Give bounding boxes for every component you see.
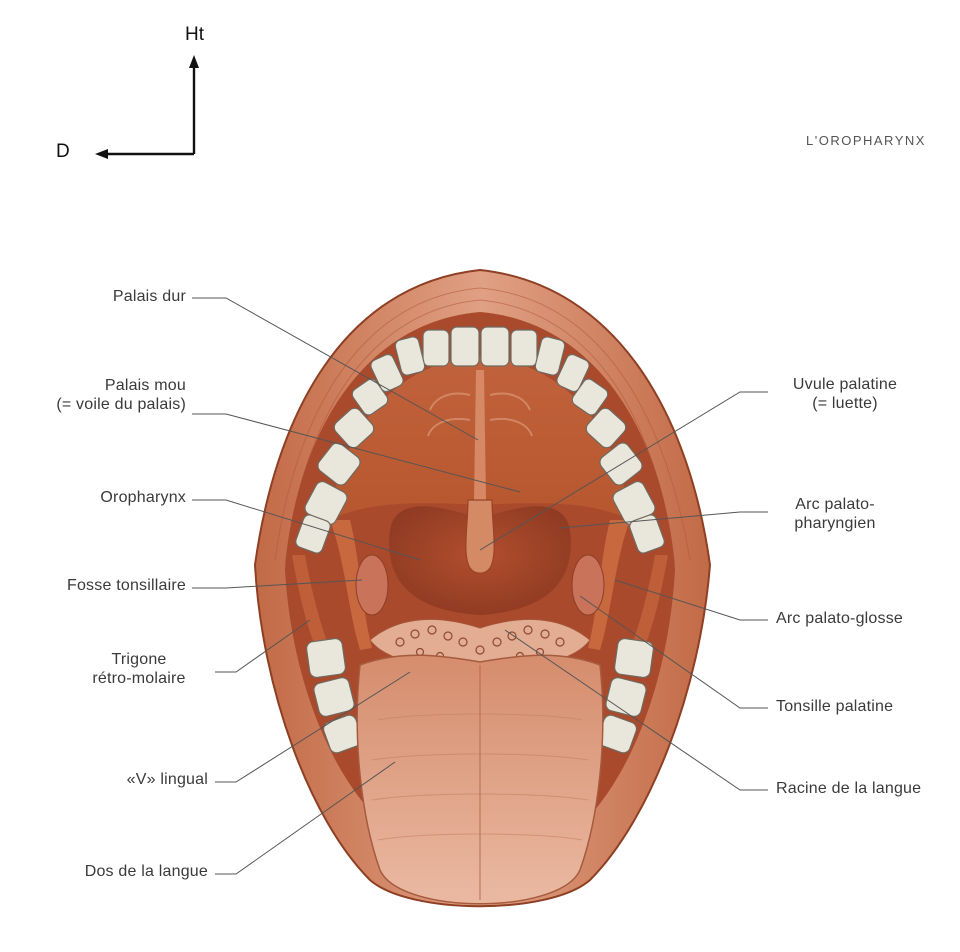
- label-palais-mou: Palais mou (= voile du palais): [20, 376, 186, 414]
- label-palais-dur: Palais dur: [60, 287, 186, 306]
- label-dos-langue: Dos de la langue: [10, 862, 208, 881]
- label-uvule-line2: (= luette): [770, 394, 920, 413]
- label-arc-palato-pharyngien-line1: Arc palato-: [770, 495, 900, 514]
- label-trigone: Trigone rétro-molaire: [66, 650, 212, 688]
- label-palais-mou-line1: Palais mou: [20, 376, 186, 395]
- label-fosse-tonsillaire: Fosse tonsillaire: [30, 576, 186, 595]
- label-tonsille: Tonsille palatine: [776, 697, 893, 716]
- label-arc-palato-pharyngien-line2: pharyngien: [770, 514, 900, 533]
- label-trigone-line2: rétro-molaire: [66, 669, 212, 688]
- right-tonsil: [572, 555, 604, 615]
- label-arc-palato-glosse: Arc palato-glosse: [776, 609, 903, 628]
- label-uvule: Uvule palatine (= luette): [770, 375, 920, 413]
- label-oropharynx: Oropharynx: [60, 488, 186, 507]
- label-racine: Racine de la langue: [776, 779, 921, 798]
- left-tonsil: [356, 555, 388, 615]
- label-v-lingual: «V» lingual: [50, 770, 208, 789]
- label-palais-mou-line2: (= voile du palais): [20, 395, 186, 414]
- label-trigone-line1: Trigone: [66, 650, 212, 669]
- label-uvule-line1: Uvule palatine: [770, 375, 920, 394]
- uvula: [466, 500, 494, 573]
- label-arc-palato-pharyngien: Arc palato- pharyngien: [770, 495, 900, 533]
